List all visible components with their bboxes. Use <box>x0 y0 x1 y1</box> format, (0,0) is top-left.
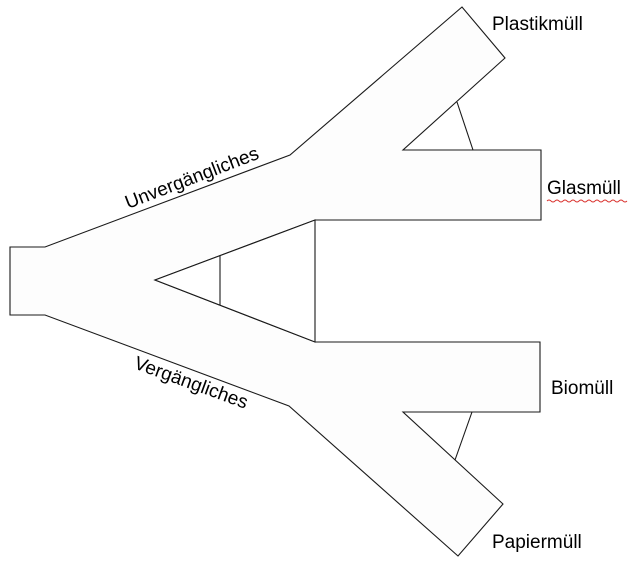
upper-split-brace <box>457 102 473 150</box>
lower-split-brace <box>455 412 472 460</box>
paper-waste-label: Papiermüll <box>492 532 582 553</box>
spellcheck-underline <box>547 200 627 202</box>
bio-waste-label: Biomüll <box>551 378 613 399</box>
glass-waste-label: Glasmüll <box>547 178 621 199</box>
plastic-waste-label: Plastikmüll <box>492 14 583 35</box>
